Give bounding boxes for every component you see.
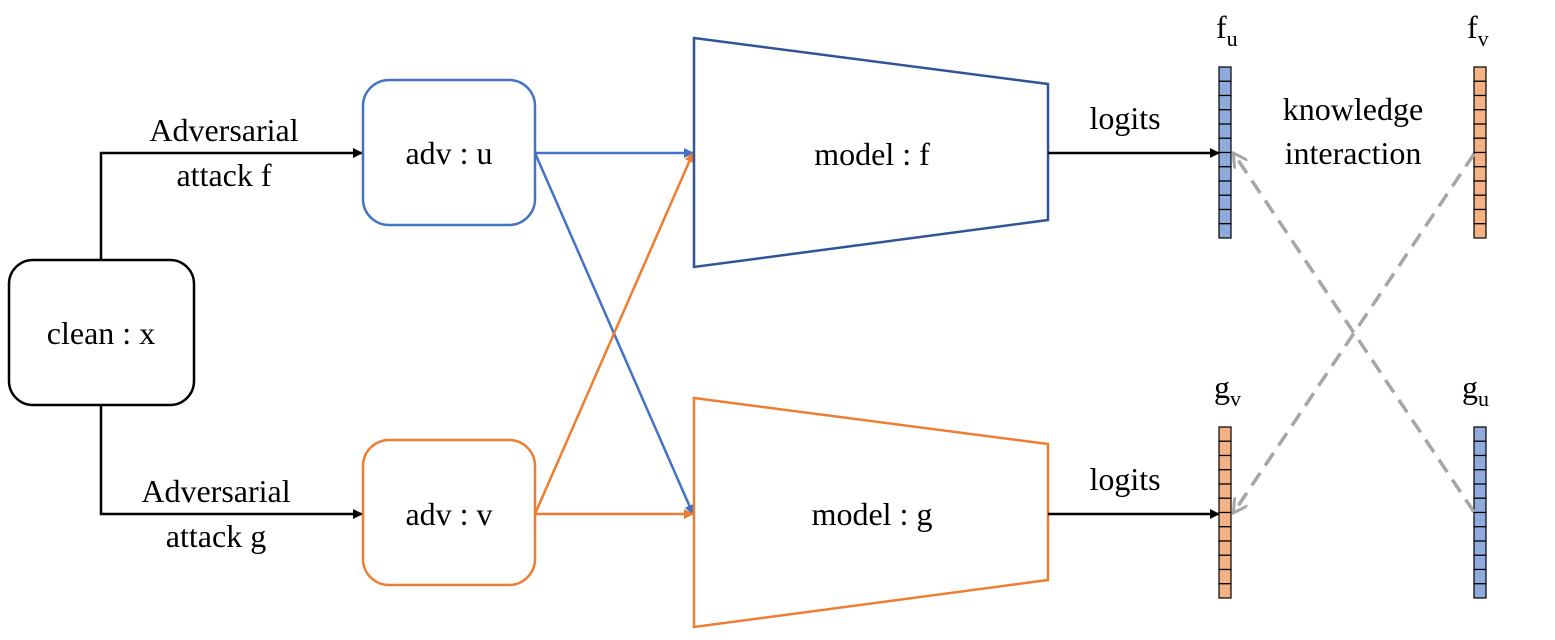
vec-gu-cell [1473, 554, 1487, 571]
vec-fv-cell [1473, 80, 1487, 97]
knowledge-label-line2: interaction [1285, 135, 1422, 171]
attack-g-arrow [99, 405, 363, 519]
vec-gv-cell [1218, 469, 1232, 485]
model-g-shape [692, 396, 1050, 629]
vec-gu-cell [1473, 426, 1487, 442]
vec-gv-cell [1218, 568, 1232, 585]
vec-gu-cell [1473, 568, 1487, 585]
vector-gv-label-base: g [1214, 369, 1230, 405]
vec-gv-cell [1218, 583, 1232, 599]
vector-fu-label-sub: u [1227, 26, 1238, 51]
vec-gv-cell [1218, 440, 1232, 457]
vec-fu-cell [1218, 80, 1232, 97]
vec-fu-cell [1218, 109, 1232, 125]
vec-fu-cell [1218, 180, 1232, 196]
vector-fv [1473, 66, 1487, 239]
logits-bottom-label: logits [1089, 461, 1160, 497]
model-f-label: model : f [814, 136, 930, 172]
vector-gu-label: gu [1462, 369, 1489, 411]
vec-fu-cell [1218, 151, 1232, 168]
vec-fu-cell [1218, 166, 1232, 182]
vec-gu-cell [1473, 483, 1487, 499]
vector-fv-label-sub: v [1478, 26, 1489, 51]
vec-gu-cell [1473, 526, 1487, 542]
vec-fv-cell [1473, 123, 1487, 139]
vec-gv-cell [1218, 454, 1232, 471]
attack-g-label-line1: Adversarial [141, 473, 290, 509]
adv-u-label: adv : u [405, 135, 492, 171]
model-f-shape [692, 36, 1050, 269]
vec-fv-cell [1473, 194, 1487, 211]
vec-fv-cell [1473, 208, 1487, 225]
logits-top-label: logits [1089, 100, 1160, 136]
vec-gu-cell [1473, 511, 1487, 528]
vec-fu-cell [1218, 194, 1232, 211]
vec-gv-cell [1218, 554, 1232, 571]
adv-v-label: adv : v [405, 496, 492, 532]
vec-fu-cell [1218, 137, 1232, 154]
vec-gu-cell [1473, 454, 1487, 471]
vec-fu-cell [1218, 66, 1232, 82]
knowledge-label-line1: knowledge [1283, 91, 1423, 127]
model-g-label: model : g [812, 496, 933, 532]
clean-label: clean : x [47, 315, 155, 351]
vector-fv-label-base: f [1467, 9, 1478, 45]
vec-gv-cell [1218, 426, 1232, 442]
vec-gu-cell [1473, 469, 1487, 485]
vector-gu-label-sub: u [1478, 386, 1489, 411]
vec-gv-cell [1218, 497, 1232, 514]
vec-fv-cell [1473, 137, 1487, 154]
vec-fv-cell [1473, 151, 1487, 168]
vec-gu-cell [1473, 583, 1487, 599]
vec-gv-cell [1218, 540, 1232, 556]
attack-f-arrow [99, 148, 363, 260]
arrow-v-to-f [533, 152, 695, 515]
vec-gv-cell [1218, 526, 1232, 542]
vec-fv-cell [1473, 180, 1487, 196]
vector-fu [1218, 66, 1232, 239]
vec-fv-cell [1473, 94, 1487, 111]
vector-fv-label: fv [1467, 9, 1489, 51]
vec-gv-cell [1218, 511, 1232, 528]
vec-fv-cell [1473, 109, 1487, 125]
attack-g-label-line2: attack g [166, 518, 266, 554]
vec-gu-cell [1473, 540, 1487, 556]
vector-gv-label: gv [1214, 369, 1241, 411]
vec-fv-cell [1473, 166, 1487, 182]
vec-fv-cell [1473, 66, 1487, 82]
vec-gu-cell [1473, 497, 1487, 514]
vec-fv-cell [1473, 223, 1487, 239]
vec-gv-cell [1218, 483, 1232, 499]
vector-fu-label-base: f [1216, 9, 1227, 45]
attack-f-label-line2: attack f [176, 157, 271, 193]
vec-fu-cell [1218, 94, 1232, 111]
vec-gu-cell [1473, 440, 1487, 457]
attack-f-label-line1: Adversarial [149, 112, 298, 148]
vector-fu-label: fu [1216, 9, 1238, 51]
vector-gu [1473, 426, 1487, 599]
vec-fu-cell [1218, 123, 1232, 139]
vec-fu-cell [1218, 223, 1232, 239]
vector-gv-label-sub: v [1230, 386, 1241, 411]
vec-fu-cell [1218, 208, 1232, 225]
vector-gv [1218, 426, 1232, 599]
vector-gu-label-base: g [1462, 369, 1478, 405]
